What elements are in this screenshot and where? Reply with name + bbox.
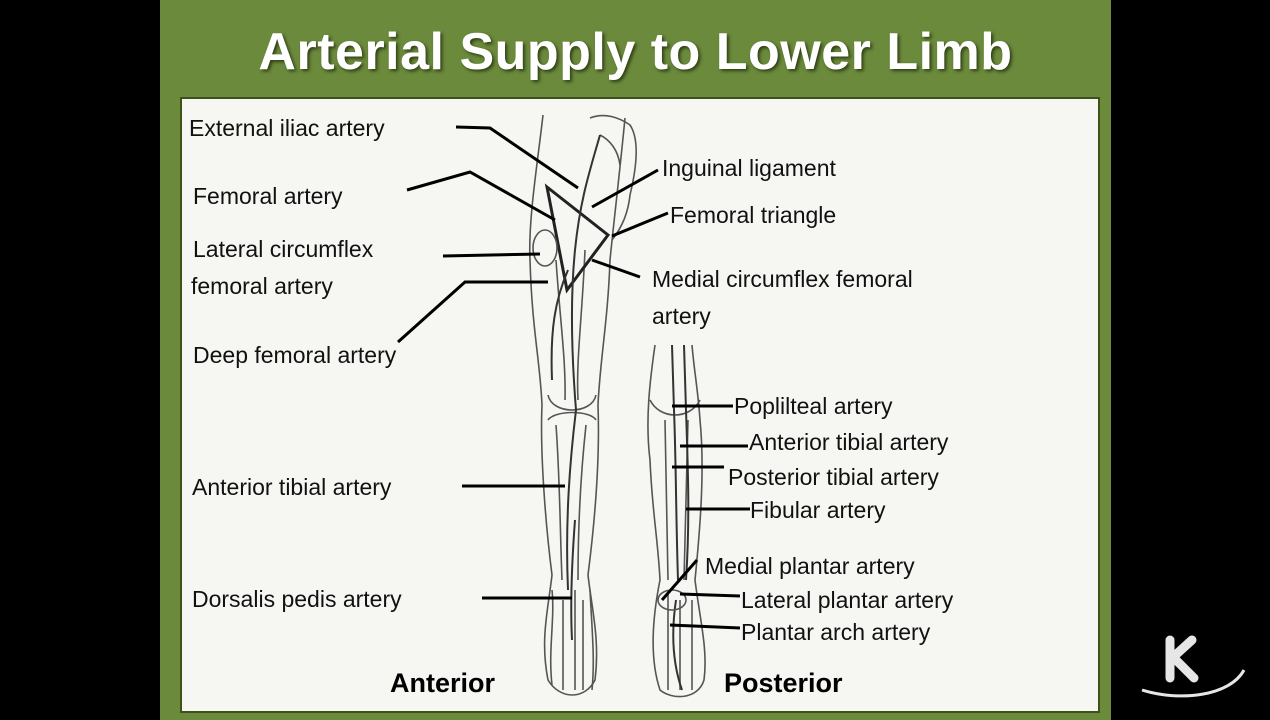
label-posterior-tibial: Posterior tibial artery [728, 464, 939, 490]
label-deep-femoral: Deep femoral artery [193, 342, 397, 368]
label-plantar-arch: Plantar arch artery [741, 619, 931, 645]
label-medial-circumflex-2: artery [652, 303, 711, 329]
leader-lateral-circumflex [442, 252, 541, 258]
anterior-arteries [550, 134, 601, 641]
posterior-arteries [671, 344, 690, 691]
posterior-bones [664, 419, 693, 690]
label-anterior-tibial-left: Anterior tibial artery [192, 474, 392, 500]
label-dorsalis-pedis: Dorsalis pedis artery [192, 586, 402, 612]
label-lateral-circumflex-2: femoral artery [191, 273, 333, 299]
pelvis-sketch [589, 114, 637, 241]
anterior-leg-outline [528, 114, 626, 696]
label-medial-plantar: Medial plantar artery [705, 553, 915, 579]
label-anterior-tibial-right: Anterior tibial artery [749, 429, 949, 455]
leader-femoral-triangle [611, 211, 669, 238]
leader-inguinal [591, 168, 659, 209]
lateral-circumflex-bulge [532, 229, 558, 267]
slide: Arterial Supply to Lower Limb [160, 0, 1111, 720]
diagram-panel [180, 97, 1100, 713]
slide-title: Arterial Supply to Lower Limb [258, 23, 1013, 81]
label-femoral: Femoral artery [193, 183, 343, 209]
caption-posterior: Posterior [724, 668, 843, 698]
label-medial-circumflex-1: Medial circumflex femoral [652, 266, 913, 292]
k-logo-icon [1141, 635, 1246, 698]
leader-deep-femoral [396, 280, 548, 344]
label-femoral-triangle: Femoral triangle [670, 202, 837, 228]
anterior-foot-bones [549, 589, 595, 691]
leader-lateral-plantar [679, 592, 741, 598]
anterior-tibia [555, 424, 587, 581]
label-inguinal-ligament: Inguinal ligament [662, 155, 836, 181]
label-lateral-circumflex-1: Lateral circumflex [193, 236, 374, 262]
anterior-knee [547, 394, 597, 421]
leader-plantar-arch [669, 623, 741, 630]
femoral-triangle-shape [544, 183, 611, 294]
label-lateral-plantar: Lateral plantar artery [741, 587, 954, 613]
label-fibular: Fibular artery [750, 497, 886, 523]
label-popliteal: Poplilteal artery [734, 393, 893, 419]
leader-medial-plantar [660, 559, 699, 601]
anterior-femur [555, 249, 586, 401]
label-external-iliac: External iliac artery [189, 115, 385, 141]
leader-medial-circumflex [591, 258, 641, 279]
leader-femoral [406, 170, 556, 222]
posterior-leg-outline [647, 344, 706, 698]
leader-external-iliac [455, 125, 579, 190]
caption-anterior: Anterior [390, 668, 496, 698]
